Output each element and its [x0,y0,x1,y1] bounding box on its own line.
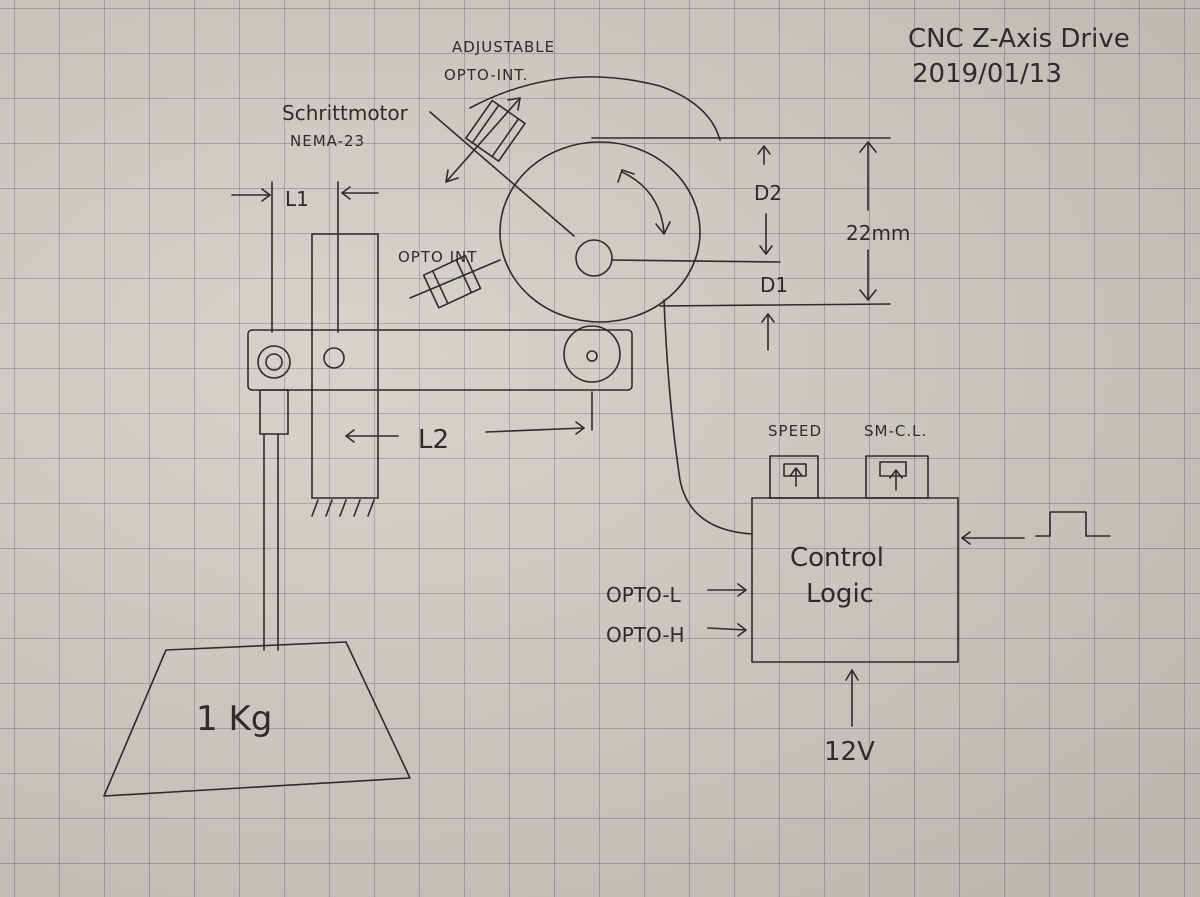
label-l2: L2 [418,425,449,455]
label-12v: 12V [824,737,875,767]
control-logic-block: Control Logic SPEED SM-C.L. OPTO-L OPTO-… [606,422,1110,767]
label-weight: 1 Kg [196,699,272,739]
diagram-date: 2019/01/13 [912,59,1062,89]
dimension-l2: L2 [346,422,584,455]
label-logic: Logic [806,579,874,609]
label-sm-cl: SM-C.L. [864,422,927,440]
fixed-opto-interrupter: OPTO INT [398,248,500,308]
label-speed: SPEED [768,422,822,440]
pivot-left [258,346,290,378]
label-opto-int: OPTO INT [398,248,477,266]
diagram-title: CNC Z-Axis Drive [908,24,1130,54]
cam-disc [500,142,780,322]
label-adjustable-opto-2: OPTO-INT. [444,66,528,84]
label-22mm: 22mm [846,221,910,245]
label-motor: Schrittmotor [282,101,409,125]
pivot-middle [324,348,344,368]
lever-arm [248,326,632,430]
vertical-post [312,234,378,516]
dimension-l1: L1 [232,182,378,332]
label-motor-model: NEMA-23 [290,132,365,150]
speed-potentiometer [770,456,818,498]
opto-wire [664,300,752,534]
adjust-sweep-arc [470,77,720,140]
label-control: Control [790,543,884,573]
label-d1: D1 [760,273,788,297]
label-adjustable-opto-1: ADJUSTABLE [452,38,555,56]
label-opto-l: OPTO-L [606,583,682,607]
label-d2: D2 [754,181,782,205]
label-l1: L1 [285,187,309,211]
label-opto-h: OPTO-H [606,623,685,647]
pulse-signal [1036,512,1110,536]
weight-assembly: 1 Kg [104,390,410,796]
dimension-d: D2 D1 22mm [592,138,910,350]
roller [564,326,620,382]
motor-shaft [576,240,612,276]
